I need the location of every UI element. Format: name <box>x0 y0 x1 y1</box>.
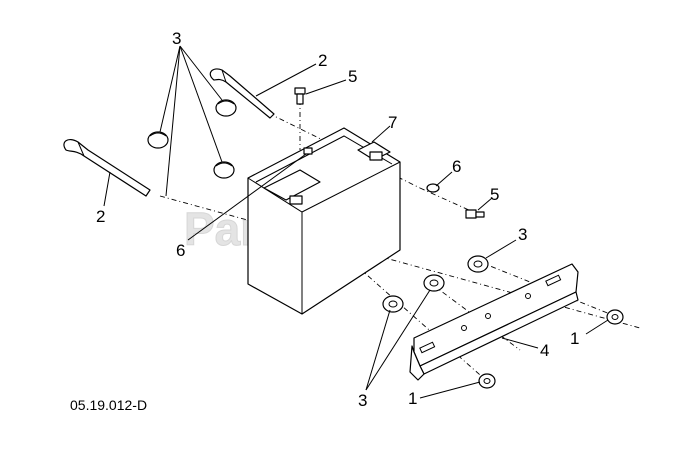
flange-nut-right <box>467 255 489 273</box>
callout-7: 7 <box>388 113 397 132</box>
screw-right <box>465 209 485 219</box>
callout-1-bottom: 1 <box>408 389 417 408</box>
callout-2-left: 2 <box>96 207 105 226</box>
hold-down-rod-lower <box>63 138 151 197</box>
callout-3-right: 3 <box>518 225 527 244</box>
flange-nut-left <box>382 295 404 313</box>
leader-lines <box>103 45 609 399</box>
rod-cap-upper-left <box>147 131 169 149</box>
flange-nut-center <box>423 274 445 292</box>
callout-1-right: 1 <box>570 329 579 348</box>
battery-bracket <box>409 263 579 381</box>
battery <box>247 127 401 315</box>
callout-3-top: 3 <box>172 29 181 48</box>
screw-top <box>294 87 306 105</box>
callout-5-top: 5 <box>348 67 357 86</box>
rod-cap-upper-right <box>215 99 237 117</box>
hold-down-rod-upper <box>209 68 275 119</box>
callout-3-bottom: 3 <box>358 391 367 410</box>
callout-5-right: 5 <box>490 185 499 204</box>
callout-labels: 3 2 5 7 2 6 6 5 3 1 4 3 1 <box>96 29 579 410</box>
callout-6-right: 6 <box>452 157 461 176</box>
drawing-reference-number: 05.19.012-D <box>70 397 147 413</box>
callout-2-top: 2 <box>318 51 327 70</box>
callout-6-left: 6 <box>176 241 185 260</box>
rod-cap-lower <box>213 161 235 179</box>
hex-nut-right <box>606 309 624 325</box>
callout-4: 4 <box>540 341 549 360</box>
hex-nut-bottom <box>478 373 496 389</box>
